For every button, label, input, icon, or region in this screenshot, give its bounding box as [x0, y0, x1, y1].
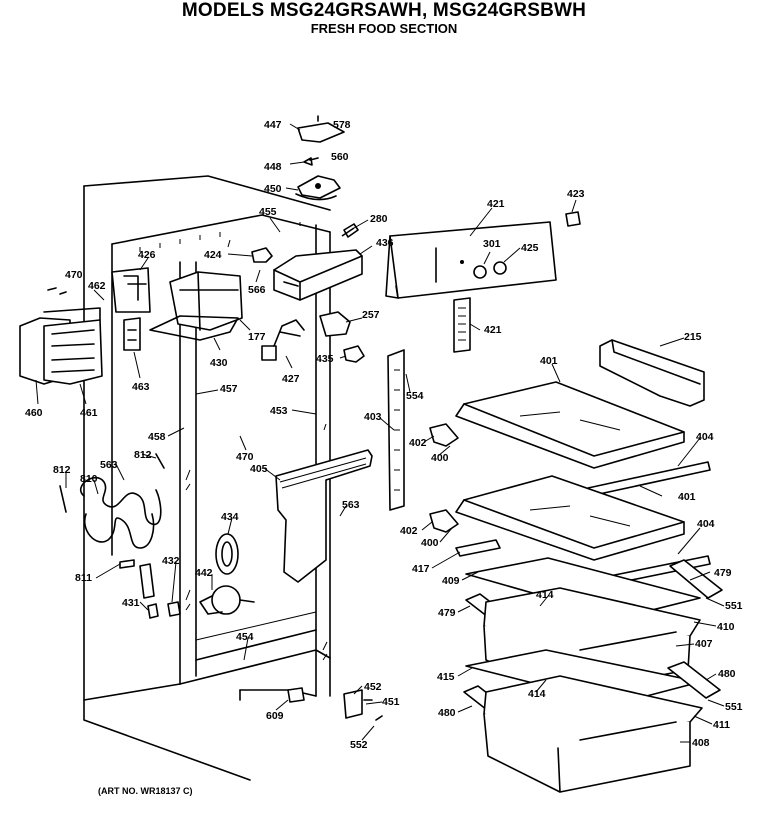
part-label: 215	[684, 331, 702, 343]
part-label: 434	[221, 511, 239, 523]
part-label: 460	[25, 407, 43, 419]
part-label: 257	[362, 309, 380, 321]
part-label: 407	[695, 638, 713, 650]
part-label: 408	[692, 737, 710, 749]
part-label: 424	[204, 249, 222, 261]
part-number-labels: 447 578 448 560 450 455 280 421 423 424 …	[25, 119, 743, 751]
part-label: 400	[421, 537, 439, 549]
shelf-assemblies	[429, 339, 723, 793]
part-label: 480	[718, 668, 736, 680]
part-label: 430	[210, 357, 228, 369]
part-label: 452	[364, 681, 382, 693]
part-label: 811	[75, 572, 92, 584]
part-label: 455	[259, 206, 277, 218]
art-number: (ART NO. WR18137 C)	[98, 786, 193, 796]
part-label: 609	[266, 710, 284, 722]
part-label: 442	[195, 567, 213, 579]
leader-lines	[35, 123, 725, 743]
part-label: 812	[134, 449, 152, 461]
part-label: 554	[406, 390, 424, 402]
part-label: 177	[248, 331, 266, 343]
part-label: 403	[364, 411, 382, 423]
part-label: 470	[236, 451, 254, 463]
duct-and-channel-parts	[275, 349, 405, 583]
part-label: 414	[536, 589, 554, 601]
part-label: 551	[725, 600, 743, 612]
part-label: 457	[220, 383, 238, 395]
part-label: 401	[678, 491, 696, 503]
part-label: 409	[442, 575, 460, 587]
part-label: 427	[282, 373, 300, 385]
control-panel-parts	[385, 211, 581, 353]
part-label: 447	[264, 119, 282, 131]
part-label: 810	[80, 473, 98, 485]
part-label: 426	[138, 249, 156, 261]
part-label: 450	[264, 183, 282, 195]
bottom-hardware-parts	[287, 687, 383, 721]
part-label: 400	[431, 452, 449, 464]
part-label: 425	[521, 242, 539, 254]
part-label: 423	[567, 188, 585, 200]
part-label: 566	[248, 284, 266, 296]
part-label: 461	[80, 407, 98, 419]
part-label: 301	[483, 238, 501, 250]
part-label: 435	[316, 353, 334, 365]
part-label: 421	[487, 198, 505, 210]
part-label: 404	[696, 431, 714, 443]
part-label: 401	[540, 355, 558, 367]
part-label: 578	[333, 119, 351, 131]
part-label: 462	[88, 280, 106, 292]
part-label: 415	[437, 671, 455, 683]
part-label: 410	[717, 621, 735, 633]
part-label: 451	[382, 696, 400, 708]
cabinet-liner-drawing	[83, 175, 331, 781]
part-label: 463	[132, 381, 150, 393]
part-label: 454	[236, 631, 254, 643]
part-label: 436	[376, 237, 394, 249]
part-label: 479	[438, 607, 456, 619]
damper-control-parts	[19, 115, 365, 385]
part-label: 417	[412, 563, 430, 575]
part-label: 551	[725, 701, 743, 713]
part-label: 404	[697, 518, 715, 530]
part-label: 812	[53, 464, 71, 476]
part-label: 402	[409, 437, 427, 449]
part-label: 405	[250, 463, 268, 475]
part-label: 432	[162, 555, 180, 567]
part-label: 563	[100, 459, 118, 471]
part-label: 421	[484, 324, 502, 336]
part-label: 414	[528, 688, 546, 700]
part-label: 470	[65, 269, 83, 281]
part-label: 411	[713, 719, 730, 731]
part-label: 448	[264, 161, 282, 173]
diagram-title: MODELS MSG24GRSAWH, MSG24GRSBWH	[181, 0, 587, 21]
part-label: 480	[438, 707, 456, 719]
diagram-subtitle: FRESH FOOD SECTION	[310, 21, 458, 36]
part-label: 552	[350, 739, 368, 751]
part-label: 458	[148, 431, 166, 443]
part-label: 563	[342, 499, 360, 511]
part-label: 479	[714, 567, 732, 579]
part-label: 453	[270, 405, 288, 417]
part-label: 431	[122, 597, 140, 609]
part-label: 560	[331, 151, 349, 163]
part-label: 280	[370, 213, 388, 225]
part-label: 402	[400, 525, 418, 537]
evaporator-and-fan-parts	[59, 453, 255, 619]
